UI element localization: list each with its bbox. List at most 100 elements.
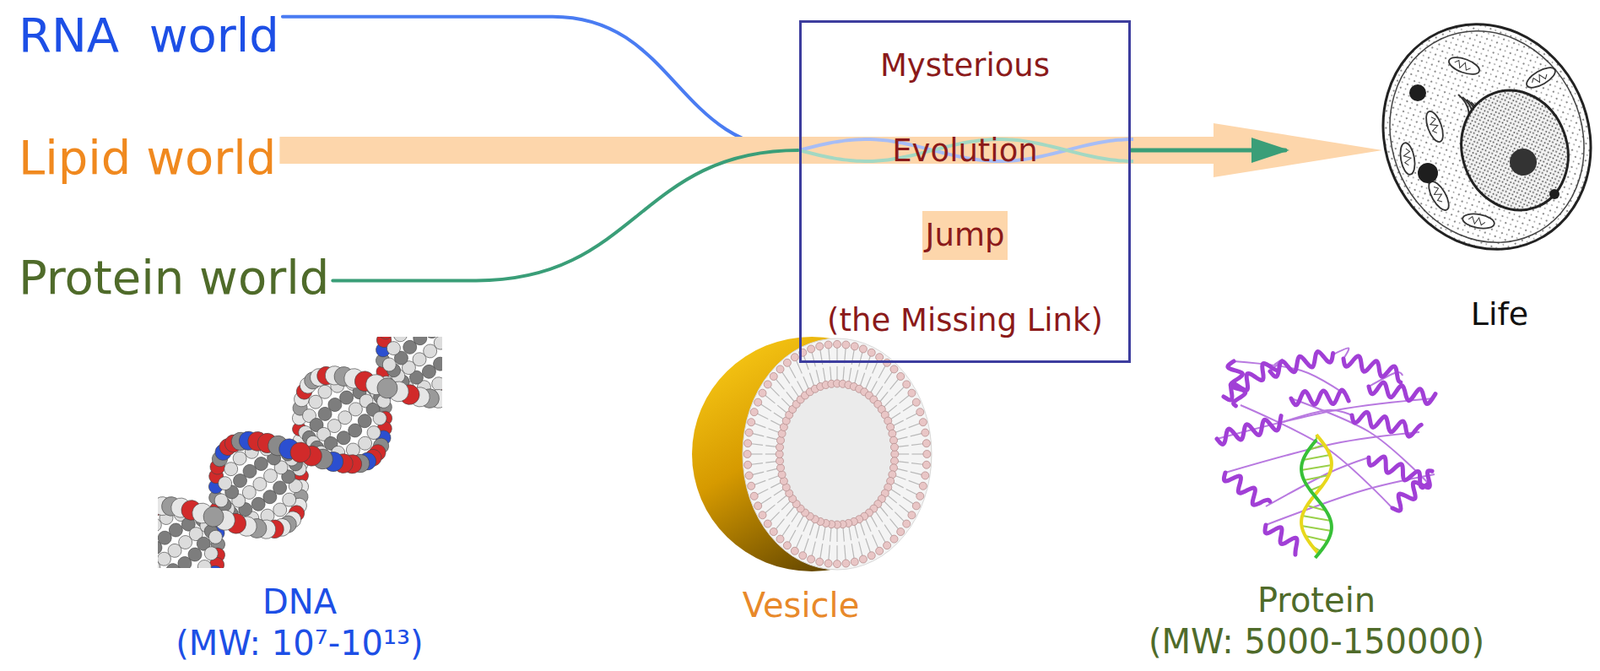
- lipid-tail: [880, 391, 889, 402]
- lipid-head: [763, 380, 772, 389]
- mitochondrion: [1422, 108, 1447, 144]
- lipid-tail: [859, 372, 865, 386]
- lipid-head: [922, 439, 930, 448]
- lipid-tail: [884, 371, 893, 384]
- lipid-head: [778, 470, 786, 479]
- lipid-head: [754, 502, 763, 510]
- lipid-tail: [768, 385, 779, 396]
- dna-atom: [410, 336, 430, 348]
- mitochondrion-crista: [1427, 115, 1440, 135]
- lipid-head: [883, 541, 892, 550]
- lipid-head: [747, 481, 756, 490]
- dna-atom: [422, 336, 442, 341]
- lipid-tail: [795, 534, 802, 549]
- lipid-tail: [811, 541, 817, 557]
- lipid-head: [816, 557, 824, 566]
- lipid-head: [850, 557, 859, 566]
- node-text: RNA world: [18, 8, 280, 63]
- lipid-head: [807, 345, 816, 353]
- lipid-head: [902, 519, 911, 528]
- lipid-head: [824, 559, 833, 568]
- dna-atom: [201, 543, 221, 563]
- protein-loop: [1233, 361, 1349, 397]
- lipid-head: [921, 471, 930, 480]
- lipid-tail: [887, 405, 898, 413]
- lipid-head: [897, 528, 905, 536]
- lipid-tail: [773, 488, 784, 496]
- lipid-tail: [774, 378, 784, 390]
- lipid-tail: [803, 518, 809, 531]
- lipid-tail: [897, 453, 909, 455]
- lipid-tail: [865, 518, 871, 531]
- mitochondrion-crista: [1530, 71, 1549, 87]
- lipid-tail: [781, 398, 790, 407]
- lipid-tail: [865, 376, 871, 389]
- lipid-tail: [890, 412, 901, 420]
- lipid-head: [745, 428, 753, 437]
- lipid-tail: [788, 529, 796, 544]
- lipid-head: [816, 342, 824, 351]
- lipid-tail: [765, 461, 777, 464]
- lipid-head: [918, 481, 927, 490]
- lipid-head: [921, 428, 930, 437]
- protein-helix: [1223, 472, 1270, 505]
- lipid-tail: [822, 367, 826, 382]
- vesicle-cut-face: [742, 338, 932, 570]
- text-line: Mysterious: [876, 41, 1054, 91]
- lipid-tail: [896, 468, 908, 471]
- dna-atom: [442, 336, 444, 344]
- lipid-head: [912, 502, 920, 510]
- dna-atom: [205, 527, 225, 546]
- protein-loop: [1216, 398, 1435, 439]
- dna-illustration: [157, 336, 443, 568]
- lipid-tail: [854, 524, 859, 539]
- lipid-tail: [895, 428, 907, 433]
- lipid-head: [790, 546, 799, 555]
- lipid-tail: [811, 351, 817, 367]
- lipid-head: [890, 464, 898, 472]
- nucleus: [1444, 75, 1585, 226]
- lipid-tail: [843, 527, 844, 541]
- protein-helix: [1227, 361, 1246, 406]
- molecule-label: Vesicle: [742, 586, 860, 624]
- lipid-tail: [892, 482, 903, 488]
- node-text: Mysterious Evolution Jump (the Missing L…: [823, 41, 1107, 346]
- lipid-head: [744, 439, 752, 448]
- lipid-tail: [770, 482, 781, 488]
- lipid-head: [918, 418, 927, 427]
- lipid-head: [754, 398, 763, 406]
- lipid-head: [758, 511, 767, 519]
- node-text: Protein world: [18, 250, 330, 305]
- lipid-head: [744, 460, 752, 469]
- protein-helix: [1392, 470, 1433, 512]
- lipid-tail: [870, 515, 877, 528]
- lipid-tail: [870, 380, 877, 393]
- protein-helix: [1270, 351, 1334, 378]
- lipid-tail: [786, 506, 795, 517]
- protein-world-node: Protein world: [15, 250, 333, 305]
- lipid-tail: [820, 543, 823, 560]
- lipid-tail: [875, 511, 883, 523]
- dna-strand: [1301, 439, 1332, 558]
- node-text: Lipid world: [18, 130, 276, 185]
- lipid-tail: [763, 394, 775, 404]
- dna-rung: [1302, 454, 1330, 460]
- dna-atom: [215, 473, 234, 492]
- mitochondrion: [1461, 211, 1496, 231]
- protein-connector: [332, 150, 800, 281]
- mitochondrion-crista: [1431, 185, 1446, 204]
- text-line: Evolution: [888, 126, 1042, 176]
- mitochondrion-crista: [1402, 147, 1412, 166]
- lipid-tail: [836, 545, 838, 562]
- nucleolus: [1509, 148, 1537, 176]
- lipid-tail: [894, 512, 905, 523]
- mitochondrion: [1425, 178, 1454, 214]
- lipid-head: [875, 353, 884, 362]
- dna-rung: [1302, 515, 1331, 521]
- protein-helix: [1351, 411, 1422, 437]
- organelle: [1417, 162, 1438, 184]
- lipid-head: [923, 450, 931, 459]
- lipid-head: [850, 342, 859, 351]
- dna-atom: [286, 437, 315, 467]
